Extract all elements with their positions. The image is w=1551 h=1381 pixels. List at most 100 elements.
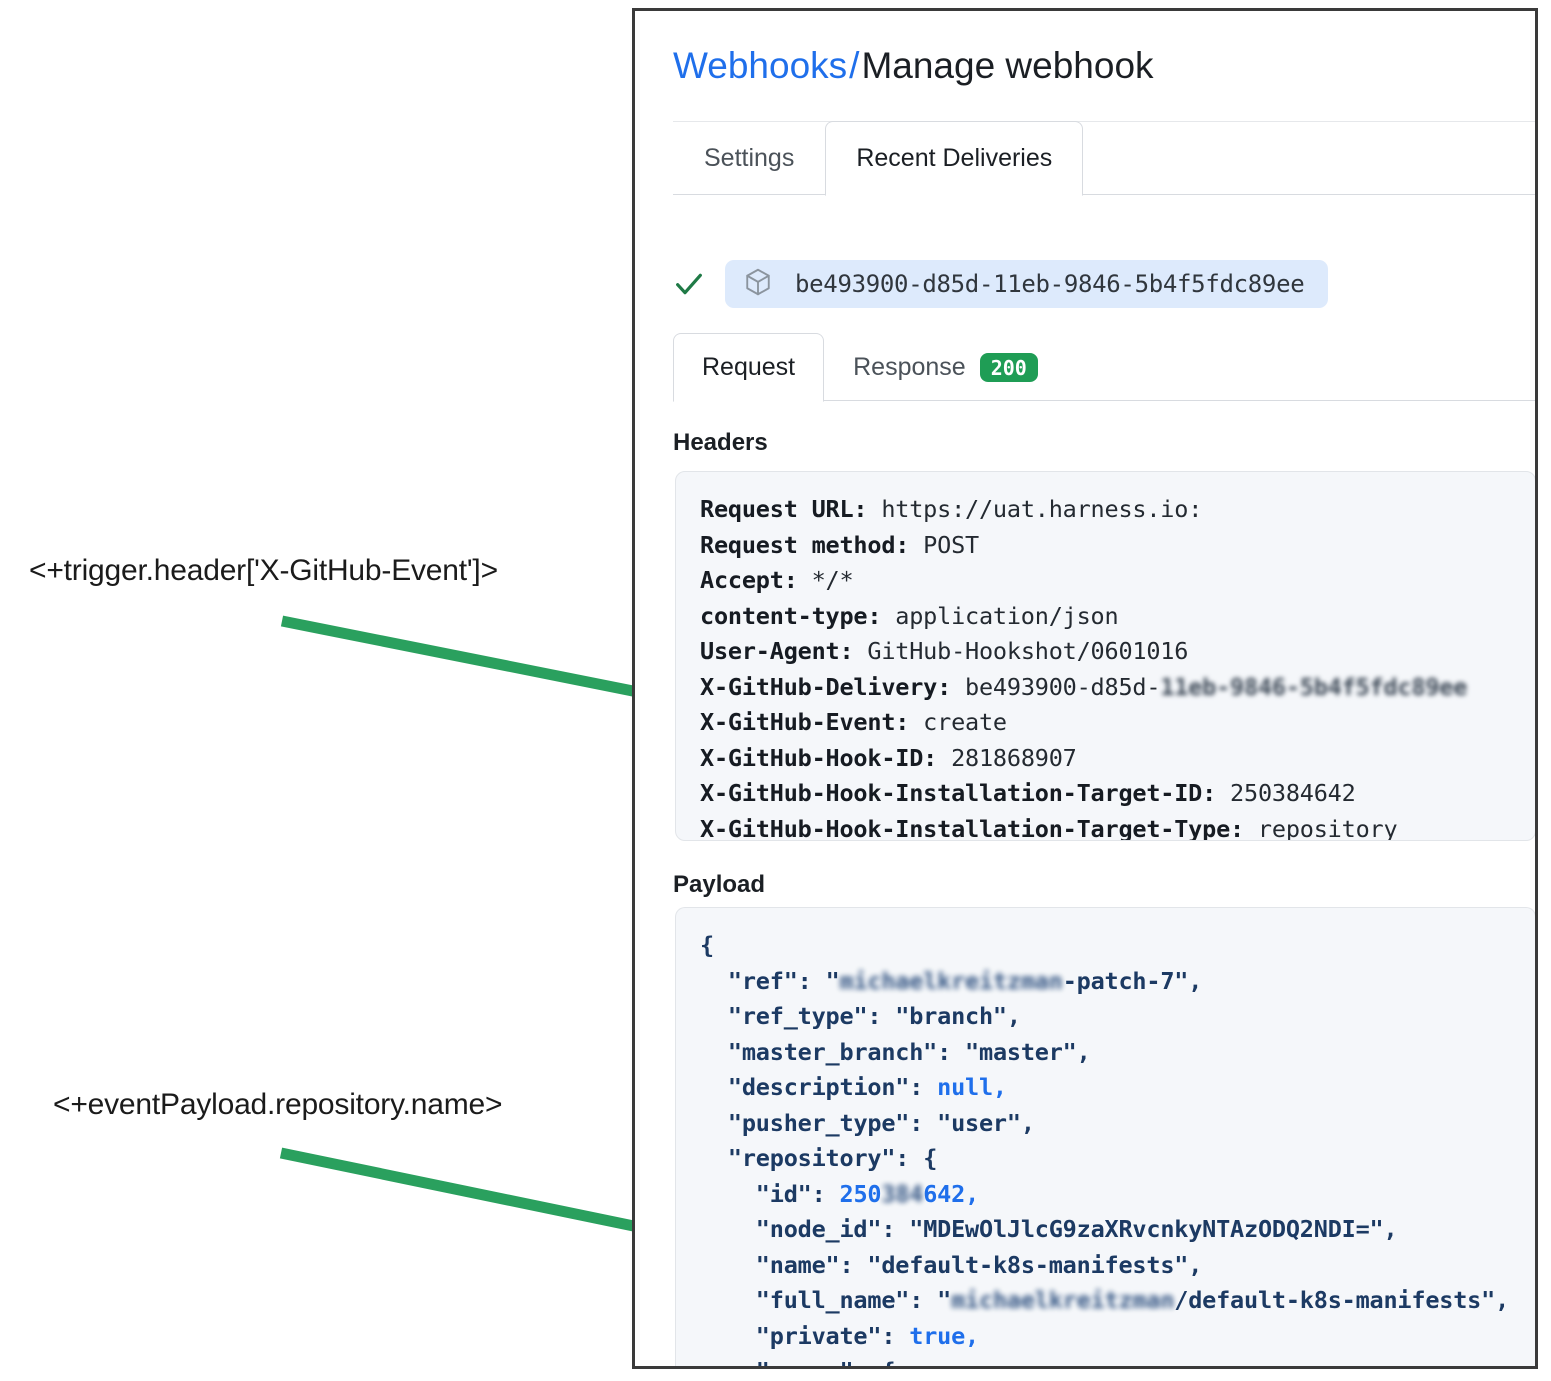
- header-value: 250384642: [1216, 779, 1356, 807]
- header-line: content-type: application/json: [700, 599, 1535, 635]
- payload-key: "ref_type": [727, 1002, 868, 1030]
- payload-key: "repository": [727, 1144, 896, 1172]
- payload-key: "master_branch": [727, 1037, 938, 1066]
- payload-text: {: [700, 931, 714, 959]
- tab-response[interactable]: Response 200: [824, 333, 1067, 401]
- payload-line: "id": 250384642,: [700, 1177, 1535, 1213]
- arrow-to-x-github-event: [280, 615, 687, 716]
- top-tab-bar: Settings Recent Deliveries: [673, 121, 1084, 196]
- payload-line: "full_name": "michaelkreitzman/default-k…: [700, 1283, 1535, 1319]
- redacted-username: michaelkreitzman: [839, 966, 1063, 995]
- check-icon: [673, 268, 713, 300]
- payload-line: "pusher_type": "user",: [700, 1106, 1535, 1142]
- payload-line: "repository": {: [700, 1141, 1535, 1177]
- header-key: X-GitHub-Hook-Installation-Target-Type:: [700, 814, 1244, 841]
- header-key: X-GitHub-Event:: [700, 708, 910, 736]
- headers-code-box: Request URL: https://uat.harness.io: Req…: [675, 471, 1535, 841]
- header-value: repository: [1243, 814, 1398, 841]
- header-key: Request method:: [700, 530, 910, 559]
- header-key: Accept:: [700, 566, 798, 594]
- tab-recent-deliveries[interactable]: Recent Deliveries: [825, 121, 1084, 196]
- status-badge: 200: [979, 353, 1038, 382]
- payload-value-prefix: ": [937, 1286, 952, 1314]
- payload-sep: :: [881, 1321, 910, 1350]
- payload-sep: :: [881, 1215, 910, 1243]
- payload-line: "description": null,: [700, 1070, 1535, 1106]
- breadcrumb-link-webhooks[interactable]: Webhooks: [673, 45, 848, 86]
- header-line: Request URL: https://uat.harness.io:: [700, 492, 1535, 528]
- header-line: X-GitHub-Delivery: be493900-d85d-11eb-98…: [700, 670, 1535, 706]
- payload-value: "MDEwOlJlcG9zaXRvcnkyNTAzODQ2NDI=",: [909, 1215, 1398, 1243]
- header-value: create: [909, 708, 1007, 736]
- payload-sep: :: [811, 1179, 840, 1208]
- request-response-tabs-divider: [673, 400, 1535, 401]
- breadcrumb: Webhooks/Manage webhook: [673, 43, 1154, 89]
- payload-key: "description": [727, 1073, 910, 1101]
- payload-value: "default-k8s-manifests",: [867, 1250, 1203, 1279]
- payload-code-box: { "ref": "michaelkreitzman-patch-7", "re…: [675, 907, 1535, 1366]
- redacted-delivery-id: 11eb-9846-5b4f5fdc89ee: [1160, 672, 1468, 701]
- payload-line: {: [700, 928, 1535, 964]
- manage-webhook-panel: Webhooks/Manage webhook Settings Recent …: [632, 8, 1538, 1369]
- payload-value: "user",: [937, 1108, 1035, 1137]
- payload-sep: :: [909, 1286, 938, 1314]
- redacted-owner: michaelkreitzman: [951, 1286, 1175, 1314]
- header-value: GitHub-Hookshot/0601016: [853, 637, 1189, 665]
- payload-value: {: [881, 1357, 895, 1366]
- header-key: content-type:: [700, 601, 882, 630]
- payload-sep: :: [909, 1073, 938, 1101]
- payload-value-suffix: -patch-7",: [1062, 966, 1203, 995]
- delivery-row[interactable]: be493900-d85d-11eb-9846-5b4f5fdc89ee: [673, 256, 1329, 312]
- payload-sep: :: [853, 1357, 881, 1366]
- header-value: https://uat.harness.io:: [867, 495, 1203, 523]
- header-value: POST: [909, 530, 979, 559]
- header-line: Accept: */*: [700, 563, 1535, 599]
- header-line: User-Agent: GitHub-Hookshot/0601016: [700, 634, 1535, 670]
- payload-line: "node_id": "MDEwOlJlcG9zaXRvcnkyNTAzODQ2…: [700, 1212, 1535, 1248]
- payload-value: null,: [937, 1073, 1007, 1101]
- redacted-repo-id: 384: [881, 1179, 924, 1208]
- tab-settings[interactable]: Settings: [673, 121, 825, 195]
- payload-sep: :: [895, 1144, 924, 1172]
- payload-sep: :: [867, 1002, 896, 1030]
- payload-sep: :: [937, 1037, 966, 1066]
- header-key: Request URL:: [700, 495, 868, 523]
- title-divider: [673, 121, 1535, 122]
- payload-value-suffix: /default-k8s-manifests",: [1174, 1286, 1510, 1314]
- payload-line: "ref": "michaelkreitzman-patch-7",: [700, 964, 1535, 1000]
- payload-key: "ref": [727, 966, 798, 995]
- header-value: 281868907: [937, 743, 1077, 772]
- delivery-id-pill[interactable]: be493900-d85d-11eb-9846-5b4f5fdc89ee: [725, 260, 1329, 308]
- payload-value: true,: [909, 1321, 979, 1350]
- payload-key: "owner": [756, 1357, 854, 1366]
- payload-line: "owner": {: [700, 1354, 1535, 1366]
- header-value: application/json: [881, 601, 1119, 630]
- payload-section-title: Payload: [673, 871, 766, 898]
- payload-sep: :: [797, 966, 826, 995]
- top-tabs-divider: [673, 194, 1535, 195]
- header-key: User-Agent:: [700, 637, 854, 665]
- tab-response-label: Response: [853, 353, 966, 381]
- breadcrumb-separator: /: [849, 45, 860, 86]
- tab-recent-deliveries-label: Recent Deliveries: [856, 144, 1053, 172]
- tab-settings-label: Settings: [704, 144, 795, 172]
- header-value: */*: [797, 566, 854, 594]
- payload-value-prefix: ": [825, 966, 840, 995]
- payload-line-repository-name: "name": "default-k8s-manifests",: [700, 1248, 1535, 1284]
- payload-sep: :: [909, 1108, 938, 1137]
- payload-sep: :: [839, 1250, 868, 1279]
- payload-key: "id": [755, 1179, 812, 1208]
- header-line-x-github-event: X-GitHub-Event: create: [700, 705, 1535, 741]
- payload-line: "master_branch": "master",: [700, 1035, 1535, 1071]
- payload-line: "private": true,: [700, 1319, 1535, 1355]
- payload-value: "branch",: [895, 1002, 1021, 1030]
- tab-request[interactable]: Request: [673, 333, 825, 402]
- header-key: X-GitHub-Hook-Installation-Target-ID:: [700, 779, 1217, 807]
- header-line: X-GitHub-Hook-Installation-Target-ID: 25…: [700, 776, 1535, 812]
- header-line: X-GitHub-Hook-ID: 281868907: [700, 741, 1535, 777]
- headers-section-title: Headers: [673, 429, 768, 456]
- payload-key: "node_id": [755, 1215, 882, 1243]
- header-line: Request method: POST: [700, 528, 1535, 564]
- payload-key: "pusher_type": [727, 1108, 910, 1137]
- payload-value: {: [923, 1144, 938, 1172]
